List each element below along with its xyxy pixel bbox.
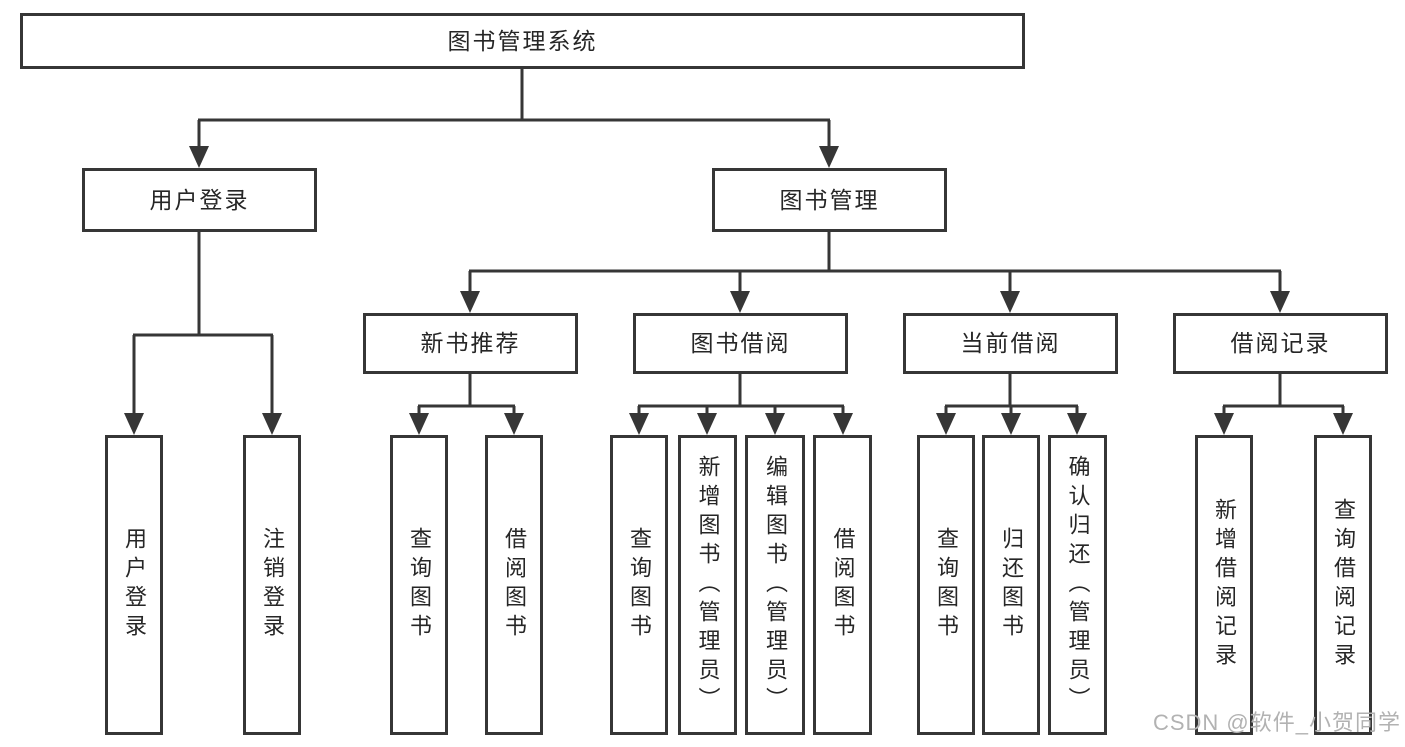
csdn-watermark: CSDN @软件_小贺同学 — [1152, 710, 1401, 735]
node-current-borrow: 当前借阅 — [903, 313, 1118, 374]
leaf-return-books: 归还图书 — [982, 435, 1040, 735]
node-new-book-recommend: 新书推荐 — [363, 313, 578, 374]
node-book-borrow-label: 图书借阅 — [690, 330, 791, 356]
node-new-book-recommend-label: 新书推荐 — [420, 330, 521, 356]
leaf-borrow-query-books: 查询图书 — [610, 435, 668, 735]
leaf-recommend-query-books: 查询图书 — [390, 435, 448, 735]
leaf-borrow-books-label: 借阅图书 — [830, 527, 856, 643]
node-book-borrow: 图书借阅 — [633, 313, 848, 374]
node-borrow-records: 借阅记录 — [1173, 313, 1388, 374]
leaf-borrow-query-books-label: 查询图书 — [627, 527, 652, 643]
node-book-management: 图书管理 — [712, 168, 947, 232]
leaf-logout: 注销登录 — [243, 435, 301, 735]
leaf-edit-books-admin: 编辑图书（管理员） — [745, 435, 805, 735]
leaf-query-borrow-record-label: 查询借阅记录 — [1331, 498, 1356, 672]
leaf-add-books-admin-label: 新增图书（管理员） — [695, 454, 721, 716]
node-root-label: 图书管理系统 — [447, 27, 598, 54]
tree-edges — [132, 69, 1345, 417]
node-borrow-records-label: 借阅记录 — [1230, 330, 1331, 356]
leaf-return-books-label: 归还图书 — [999, 527, 1024, 643]
leaf-add-books-admin: 新增图书（管理员） — [678, 435, 737, 735]
leaf-logout-label: 注销登录 — [260, 527, 285, 643]
node-root: 图书管理系统 — [20, 13, 1025, 69]
leaf-query-borrow-record: 查询借阅记录 — [1314, 435, 1372, 735]
leaf-current-query-books: 查询图书 — [917, 435, 975, 735]
leaf-add-borrow-record: 新增借阅记录 — [1195, 435, 1253, 735]
leaf-confirm-return-admin-label: 确认归还（管理员） — [1065, 454, 1091, 716]
leaf-current-query-books-label: 查询图书 — [934, 527, 959, 643]
leaf-recommend-borrow-books-label: 借阅图书 — [502, 527, 527, 643]
leaf-add-borrow-record-label: 新增借阅记录 — [1212, 498, 1237, 672]
leaf-borrow-books: 借阅图书 — [813, 435, 872, 735]
leaf-confirm-return-admin: 确认归还（管理员） — [1048, 435, 1107, 735]
leaf-user-login: 用户登录 — [105, 435, 163, 735]
leaf-edit-books-admin-label: 编辑图书（管理员） — [763, 454, 788, 716]
node-current-borrow-label: 当前借阅 — [960, 330, 1061, 356]
arrowheads — [124, 146, 1353, 435]
node-user-login-label: 用户登录 — [149, 186, 250, 213]
node-book-management-label: 图书管理 — [779, 186, 880, 213]
leaf-recommend-borrow-books: 借阅图书 — [485, 435, 543, 735]
node-user-login: 用户登录 — [82, 168, 317, 232]
leaf-user-login-label: 用户登录 — [122, 527, 147, 643]
leaf-recommend-query-books-label: 查询图书 — [407, 527, 432, 643]
